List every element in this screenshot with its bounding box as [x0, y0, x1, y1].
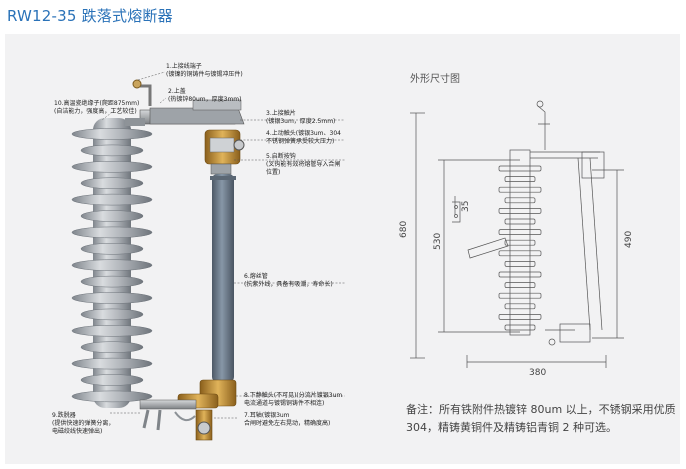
- insulator-shed: [71, 259, 153, 271]
- callout-upper-contact-plate: 3.上接触片 (镀银3um，厚度2.5mm): [266, 110, 335, 126]
- callout-lower-static-contact-desc: 电流通道与镀锡铜铸件不相连): [244, 400, 325, 407]
- callout-trunnion-desc: 合闸时避免左右晃动，精确度高): [244, 420, 331, 427]
- callout-upper-terminal-title: 1.上接线端子: [166, 63, 202, 70]
- callout-top-cover: 2.上盖 (热镀锌80um，厚度3mm): [168, 88, 241, 104]
- insulator-shed: [71, 226, 153, 239]
- insulator-shed: [80, 177, 144, 189]
- dim-380: 380: [529, 368, 546, 378]
- callout-upper-moving-contact-title: 4.上动触头(镀银3um、304: [266, 130, 341, 137]
- callout-hook-desc: (叉钩能有效将熔管导入合闸: [266, 161, 341, 168]
- insulator-shed: [80, 275, 144, 288]
- dim-680: 680: [399, 221, 409, 238]
- drawing-shed: [504, 197, 536, 204]
- drawing-shed: [498, 229, 542, 235]
- callout-upper-contact-plate-desc: (镀银3um，厚度2.5mm): [266, 118, 336, 125]
- insulator-shed: [71, 193, 153, 206]
- callout-upper-terminal: 1.上接线端子 (镀镍的铜铸件与镀锡冲压件): [166, 63, 243, 79]
- fuse-tube: [210, 174, 236, 382]
- insulator-shed: [80, 308, 144, 321]
- callout-fuse-tube-title: 6.熔丝管: [244, 273, 268, 280]
- callout-trunnion-title: 7.耳轴(镀银3um: [244, 412, 290, 419]
- callout-fuse-tube: 6.熔丝管 (抗紫外线，具备有吸潮，寿命长): [244, 273, 333, 289]
- drawing-shed: [504, 239, 536, 246]
- insulator-shed: [71, 128, 153, 140]
- insulator-shed: [80, 374, 144, 386]
- callout-upper-contact-plate-title: 3.上接触片: [266, 110, 296, 117]
- insulator-shed: [71, 357, 153, 370]
- callout-drop-device-desc: (提供快速的弹簧分离，: [52, 420, 115, 427]
- callout-hook: 5.启断按钩 (叉钩能有效将熔管导入合闸 位置): [266, 153, 340, 177]
- callout-hook-desc-2: 位置): [266, 169, 281, 176]
- dim-490: 490: [624, 231, 634, 248]
- note-text: 备注：所有铁附件热镀锌 80um 以上，不锈钢采用优质 304，精铸黄铜件及精铸…: [406, 403, 676, 434]
- callout-hook-title: 5.启断按钩: [266, 153, 296, 160]
- drawing-shed: [504, 282, 536, 288]
- callout-upper-moving-contact: 4.上动触头(镀银3um、304 不锈钢弹簧承受较大压力): [266, 130, 341, 146]
- callout-top-cover-title: 2.上盖: [168, 88, 186, 95]
- drawing-shed: [498, 292, 542, 299]
- drawing-shed: [498, 314, 542, 320]
- callout-upper-terminal-desc: (镀镍的铜铸件与镀锡冲压件): [166, 71, 243, 78]
- callout-drop-device-title: 9.跌脱器: [52, 412, 76, 419]
- drawing-shed: [498, 271, 542, 278]
- dim-35: 35: [461, 201, 471, 212]
- lower-contact: [139, 379, 237, 441]
- drawing-shed: [498, 165, 542, 172]
- drawing-shed: [504, 218, 536, 225]
- insulator-shed: [80, 243, 144, 255]
- insulator-shed: [71, 161, 153, 173]
- callout-trunnion: 7.耳轴(镀银3um 合闸时避免左右晃动，精确度高): [244, 412, 330, 428]
- insulator-shed: [80, 210, 144, 222]
- drawing-shed: [498, 208, 542, 214]
- drawing-shed: [498, 186, 542, 193]
- top-bracket: [125, 79, 245, 126]
- insulator-shed: [71, 390, 153, 403]
- drawing-shed: [504, 324, 536, 331]
- insulator-shed: [80, 144, 144, 157]
- callout-insulator-desc: (自洁能力，强度高，工艺较佳): [54, 108, 137, 115]
- drawing-shed: [504, 303, 536, 310]
- callout-leaders: [101, 71, 345, 419]
- insulator-shed: [80, 341, 144, 353]
- upper-contact: [204, 129, 245, 175]
- callout-upper-moving-contact-desc: 不锈钢弹簧承受较大压力): [266, 138, 335, 145]
- drawing-shed: [498, 250, 542, 257]
- callout-drop-device-desc-2: 电磁绞线快速弹出): [52, 428, 103, 435]
- callout-insulator: 10.高温瓷绝缘子(爬距875mm) (自洁能力，强度高，工艺较佳): [54, 100, 139, 116]
- callout-lower-static-contact: 8.下静触头(不可见)(分流片镀银3um 电流通道与镀锡铜铸件不相连): [244, 392, 342, 408]
- dim-530: 530: [433, 233, 443, 250]
- callout-lower-static-contact-title: 8.下静触头(不可见)(分流片镀银3um: [244, 392, 343, 399]
- drawing-shed: [504, 261, 536, 267]
- insulator-shed: [71, 292, 153, 304]
- callout-insulator-title: 10.高温瓷绝缘子(爬距875mm): [54, 100, 140, 107]
- page-title: RW12-35 跌落式熔断器: [7, 7, 173, 25]
- drawing-shed: [504, 176, 536, 182]
- porcelain-insulator: [71, 118, 153, 408]
- callout-drop-device: 9.跌脱器 (提供快速的弹簧分离， 电磁绞线快速弹出): [52, 412, 114, 436]
- outline-drawing-title: 外形尺寸图: [410, 74, 460, 85]
- insulator-shed: [71, 325, 153, 337]
- callout-fuse-tube-desc: (抗紫外线，具备有吸潮，寿命长): [244, 281, 333, 288]
- callout-top-cover-desc: (热镀锌80um，厚度3mm): [168, 96, 242, 103]
